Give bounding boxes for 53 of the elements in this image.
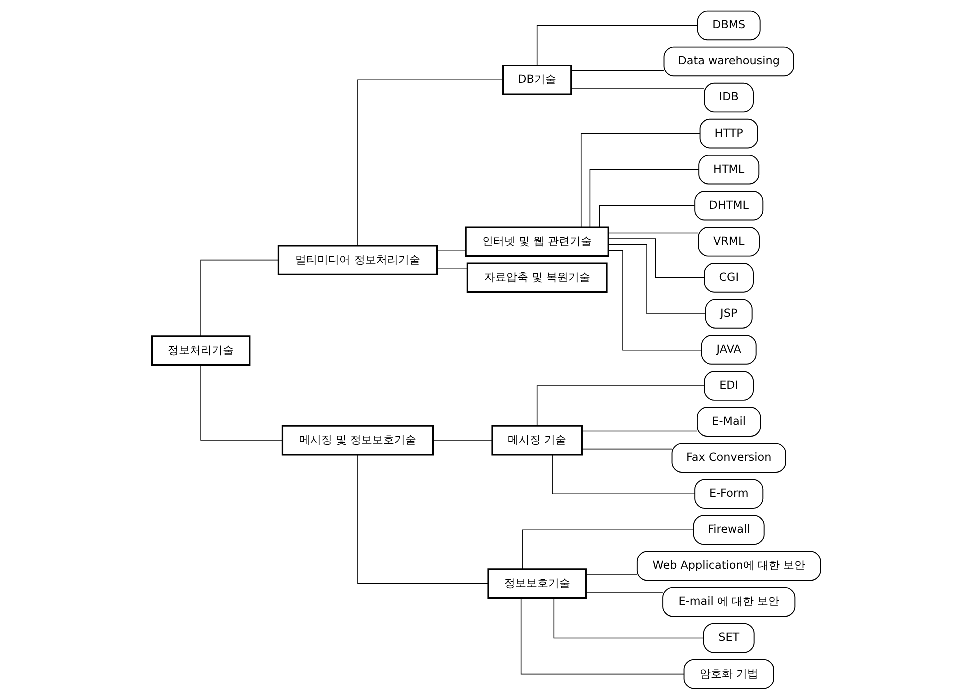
connector bbox=[581, 430, 698, 432]
node-box: E-mail 에 대한 보안 bbox=[662, 587, 796, 618]
node-box: Data warehousing bbox=[663, 46, 794, 77]
connector bbox=[589, 169, 699, 228]
node-box: E-Form bbox=[694, 479, 764, 510]
connector bbox=[357, 454, 488, 584]
node-box: E-Mail bbox=[696, 407, 761, 437]
node-box: 자료압축 및 복원기술 bbox=[466, 262, 608, 294]
connector bbox=[436, 250, 466, 252]
node-box: VRML bbox=[698, 227, 760, 257]
connector bbox=[552, 454, 695, 495]
node-box: DHTML bbox=[694, 190, 764, 221]
connector bbox=[598, 205, 695, 228]
connector bbox=[436, 268, 468, 270]
connector bbox=[608, 238, 704, 278]
node-box: DBMS bbox=[696, 10, 760, 41]
connector bbox=[553, 598, 704, 639]
connector bbox=[581, 448, 672, 450]
node-box: 멀티미디어 정보처리기술 bbox=[277, 245, 438, 276]
node-box: 인터넷 및 웹 관련기술 bbox=[464, 226, 609, 258]
connector bbox=[520, 598, 684, 675]
node-box: HTML bbox=[698, 154, 760, 185]
node-box: EDI bbox=[704, 371, 754, 401]
connector bbox=[580, 133, 700, 228]
node-box: 정보처리기술 bbox=[150, 336, 250, 366]
node-box: CGI bbox=[704, 263, 754, 293]
node-box: IDB bbox=[704, 82, 754, 113]
node-box: DB기술 bbox=[502, 64, 572, 96]
connector bbox=[608, 244, 706, 314]
node-box: HTTP bbox=[699, 118, 758, 149]
connector bbox=[536, 386, 704, 426]
connector bbox=[200, 365, 282, 441]
node-box: JAVA bbox=[700, 335, 756, 365]
node-box: Web Application에 대한 보안 bbox=[636, 551, 821, 582]
node-box: 메시징 및 정보보호기술 bbox=[281, 425, 434, 456]
connector bbox=[522, 530, 694, 570]
node-box: Firewall bbox=[692, 515, 764, 546]
connector bbox=[536, 25, 698, 66]
node-box: 메시징 기술 bbox=[491, 425, 582, 456]
connector bbox=[357, 80, 504, 246]
connector bbox=[608, 232, 698, 234]
connector bbox=[585, 592, 663, 594]
node-box: SET bbox=[702, 623, 754, 654]
connector bbox=[570, 88, 704, 90]
connector bbox=[200, 260, 278, 337]
connector bbox=[585, 574, 638, 576]
node-box: 정보보호기술 bbox=[487, 568, 586, 600]
node-box: 암호화 기법 bbox=[683, 659, 774, 690]
connector bbox=[608, 250, 702, 351]
connector bbox=[570, 70, 664, 72]
connector bbox=[432, 440, 492, 441]
node-box: Fax Conversion bbox=[671, 443, 786, 473]
node-box: JSP bbox=[704, 299, 752, 329]
